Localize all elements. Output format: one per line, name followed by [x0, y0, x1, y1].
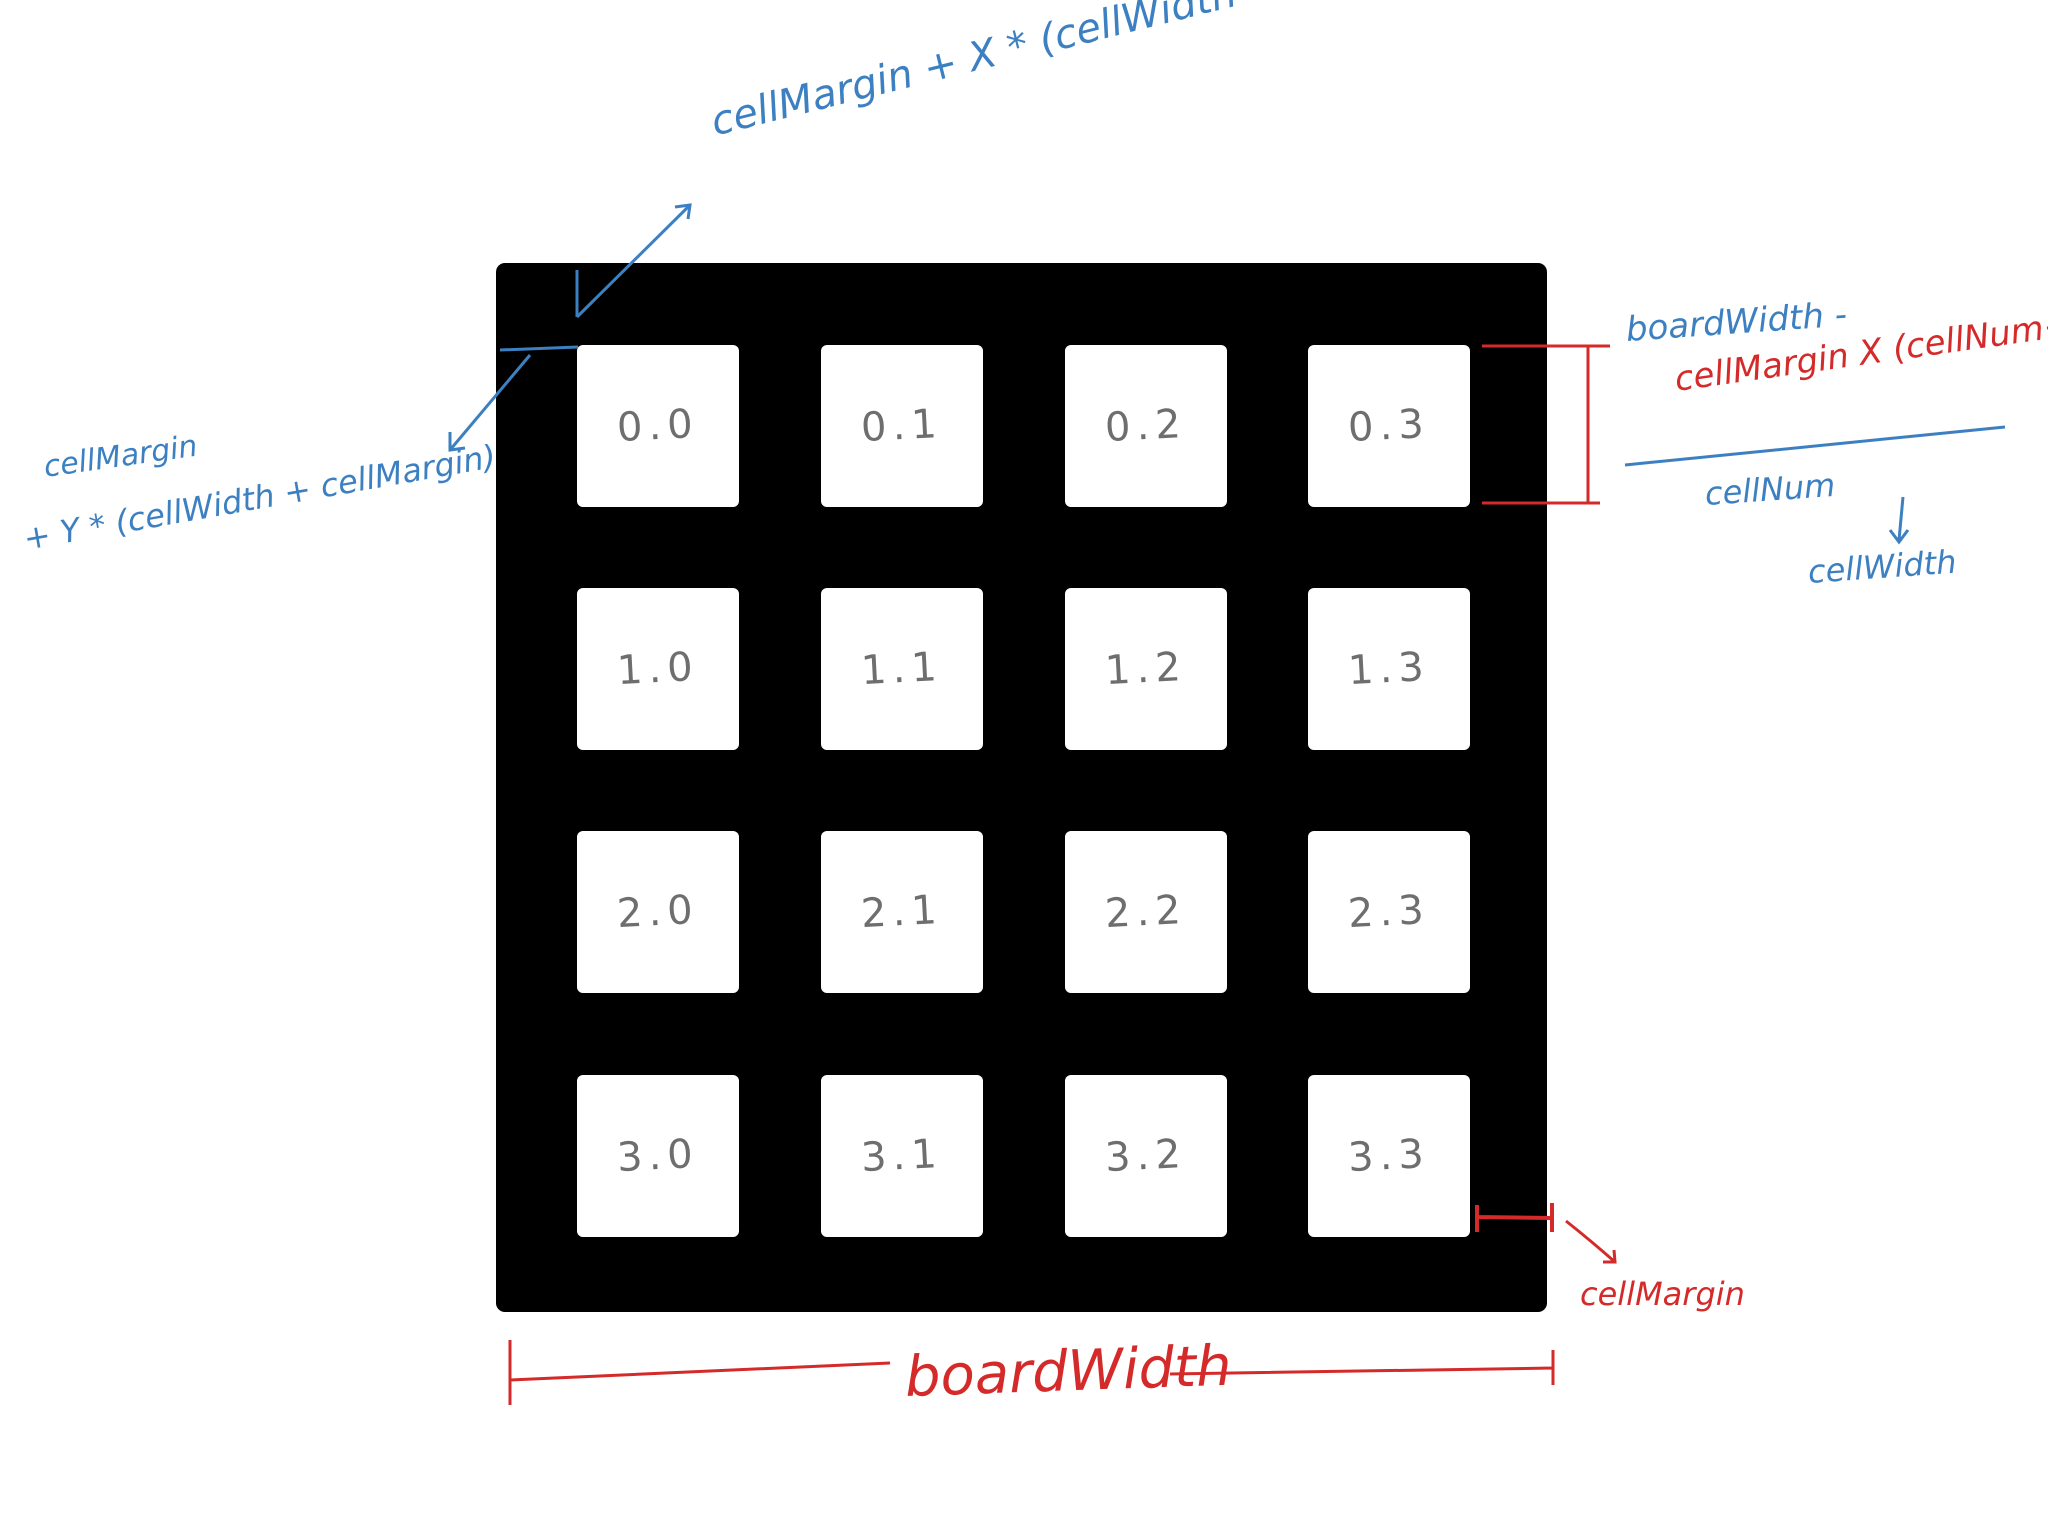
- fraction-bar: [1624, 425, 2006, 467]
- board-cell: 2.1: [821, 831, 983, 993]
- board-cell: 2.3: [1308, 831, 1470, 993]
- boardwidth-label: boardWidth: [903, 1333, 1233, 1410]
- board-cell: 3.0: [577, 1075, 739, 1237]
- boardwidth-dimension: [508, 1340, 1555, 1405]
- cellmargin-label: cellMargin: [1580, 1275, 1745, 1313]
- cellmargin-marker: [1475, 1203, 1554, 1232]
- board-cell: 2.2: [1065, 831, 1227, 993]
- board-cell: 3.2: [1065, 1075, 1227, 1237]
- board-cell: 0.2: [1065, 345, 1227, 507]
- x-formula-arrow: [575, 203, 692, 319]
- cellwidth-down-arrow: [1888, 496, 1910, 545]
- board-cell: 1.1: [821, 588, 983, 750]
- game-board: 0.0 0.1 0.2 0.3 1.0 1.1 1.2 1.3 2.0 2.1 2.2 2.3 3.0 3…: [496, 263, 1547, 1312]
- board-cell: 0.1: [821, 345, 983, 507]
- board-cell: 2.0: [577, 831, 739, 993]
- cellwidth-bracket: [1482, 344, 1610, 505]
- board-cell: 0.3: [1308, 345, 1470, 507]
- y-formula-arrow: [448, 345, 579, 451]
- board-cell: 3.3: [1308, 1075, 1470, 1237]
- y-formula-arrowhead: [448, 432, 466, 452]
- cellmargin-arrow: [1565, 1219, 1617, 1264]
- board-cell: 3.1: [821, 1075, 983, 1237]
- board-cell: 1.2: [1065, 588, 1227, 750]
- x-formula-arrowhead: [674, 203, 692, 220]
- board-cell: 1.3: [1308, 588, 1470, 750]
- board-cell: 1.0: [577, 588, 739, 750]
- board-cell: 0.0: [577, 345, 739, 507]
